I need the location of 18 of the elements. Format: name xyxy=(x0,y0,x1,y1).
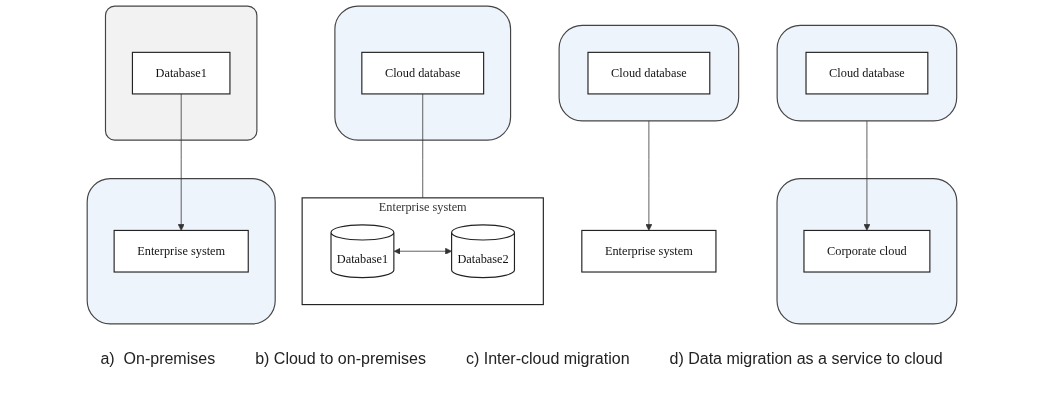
cluster xyxy=(104,5,257,141)
node-box: Enterprise system xyxy=(580,229,716,273)
node-box: Corporate cloud xyxy=(802,229,930,273)
node-box: Cloud database xyxy=(586,51,710,95)
cluster xyxy=(333,5,511,141)
cluster xyxy=(558,24,739,122)
cluster xyxy=(776,24,957,122)
cluster xyxy=(775,178,957,325)
caption-label: d) Data migration as a service to cloud xyxy=(669,350,943,368)
node-box: Cloud database xyxy=(804,51,928,95)
caption-label: a) On-premises xyxy=(100,350,216,368)
caption-label: c) Inter-cloud migration xyxy=(465,350,630,368)
node-box: Database1 xyxy=(131,51,230,95)
cluster xyxy=(86,178,276,325)
connector xyxy=(421,93,423,199)
caption-label: b) Cloud to on-premises xyxy=(255,350,426,368)
node-box: Cloud database xyxy=(360,51,484,95)
node-box: Enterprise system xyxy=(113,229,249,273)
